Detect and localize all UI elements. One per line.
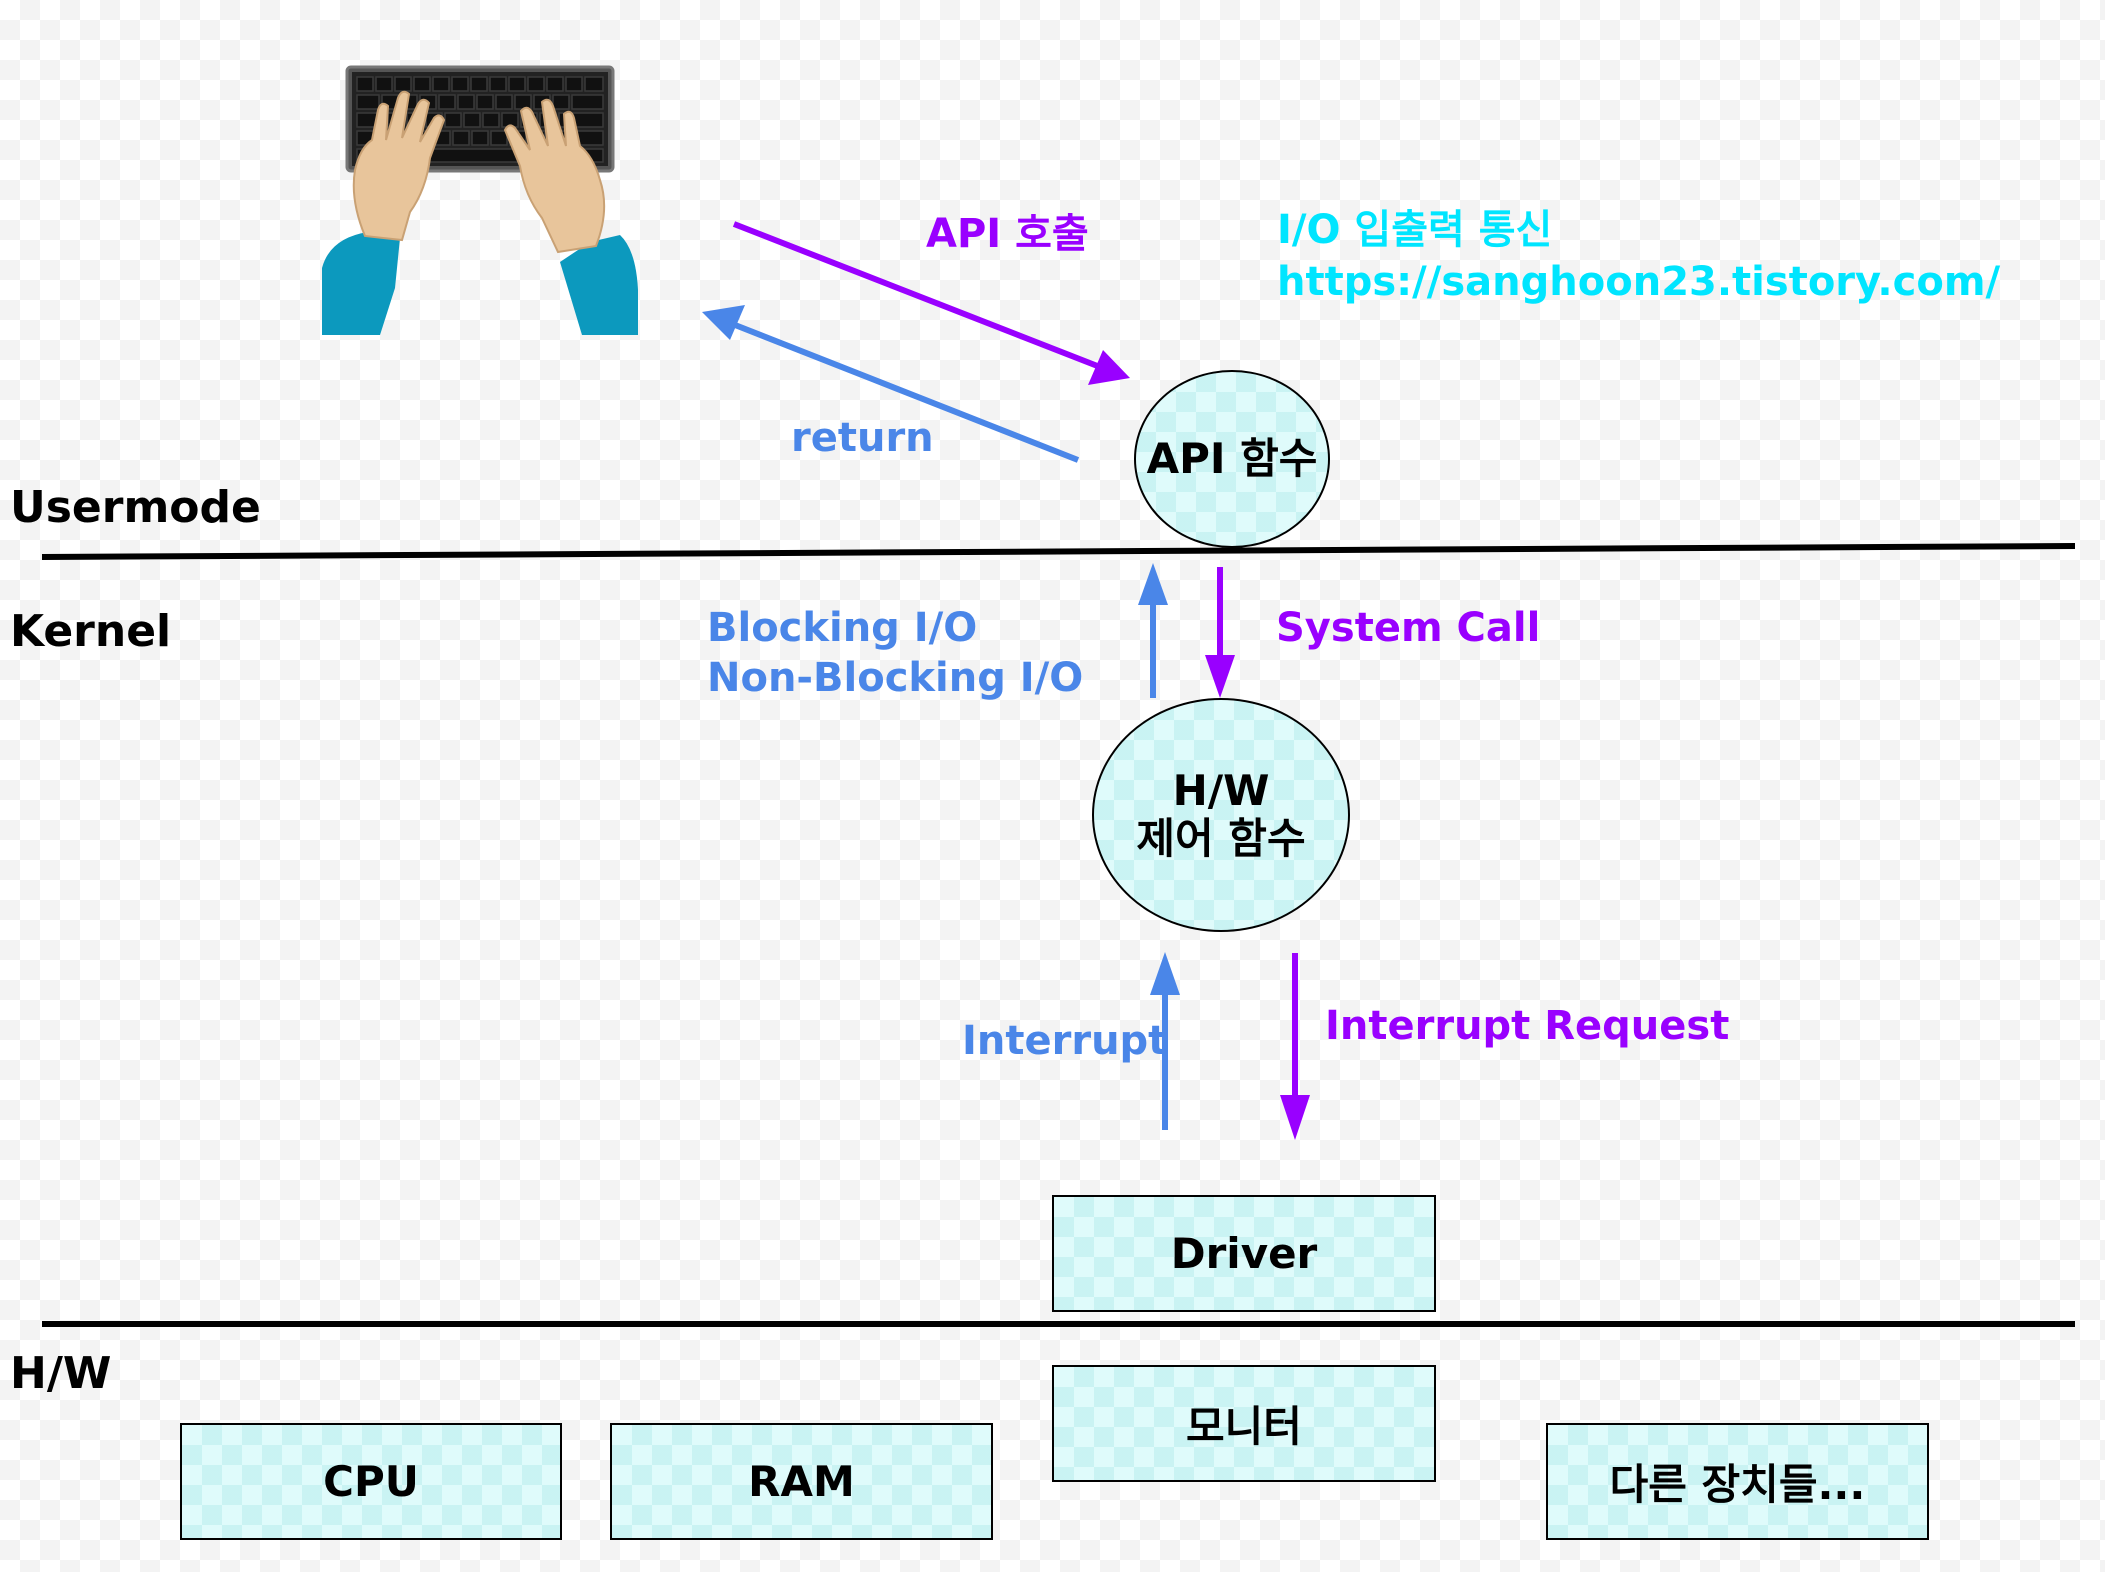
interrupt-label: Interrupt [962, 1018, 1168, 1064]
usermode-kernel-divider [41, 543, 2076, 560]
api-call-label: API 호출 [926, 211, 1089, 257]
monitor-label: 모니터 [1186, 1402, 1302, 1451]
api-call-arrow-line [732, 221, 1102, 370]
other-devices-node: 다른 장치들... [1546, 1423, 1929, 1540]
api-function-node: API 함수 [1134, 370, 1330, 548]
hw-control-function-node: H/W 제어 함수 [1092, 698, 1350, 932]
hw-control-label-line2: 제어 함수 [1136, 814, 1306, 863]
interrupt-request-arrowhead [1280, 1095, 1310, 1140]
watermark-url: https://sanghoon23.tistory.com/ [1277, 259, 2001, 305]
interrupt-arrowhead [1150, 952, 1180, 995]
non-blocking-io-label: Non-Blocking I/O [707, 655, 1084, 701]
hw-control-label-line1: H/W [1172, 765, 1270, 815]
io-return-arrowhead [1138, 563, 1168, 605]
monitor-node: 모니터 [1052, 1365, 1436, 1482]
api-call-arrowhead [1088, 350, 1130, 385]
usermode-section-label: Usermode [10, 482, 261, 533]
other-devices-label: 다른 장치들... [1609, 1460, 1866, 1509]
watermark-title: I/O 입출력 통신 [1277, 207, 1553, 253]
ram-label: RAM [748, 1457, 855, 1506]
ram-node: RAM [610, 1423, 993, 1540]
system-call-arrowhead [1205, 655, 1235, 698]
blocking-io-label: Blocking I/O [707, 605, 978, 651]
cpu-label: CPU [323, 1457, 419, 1506]
driver-node: Driver [1052, 1195, 1436, 1312]
return-arrowhead [702, 305, 745, 340]
return-label: return [791, 415, 934, 461]
system-call-label: System Call [1276, 605, 1541, 651]
return-arrow-line [728, 320, 1080, 463]
driver-label: Driver [1170, 1229, 1318, 1278]
hw-section-label: H/W [10, 1348, 112, 1399]
interrupt-request-label: Interrupt Request [1325, 1003, 1730, 1049]
kernel-section-label: Kernel [10, 606, 172, 657]
api-function-label: API 함수 [1146, 433, 1318, 483]
cpu-node: CPU [180, 1423, 562, 1540]
